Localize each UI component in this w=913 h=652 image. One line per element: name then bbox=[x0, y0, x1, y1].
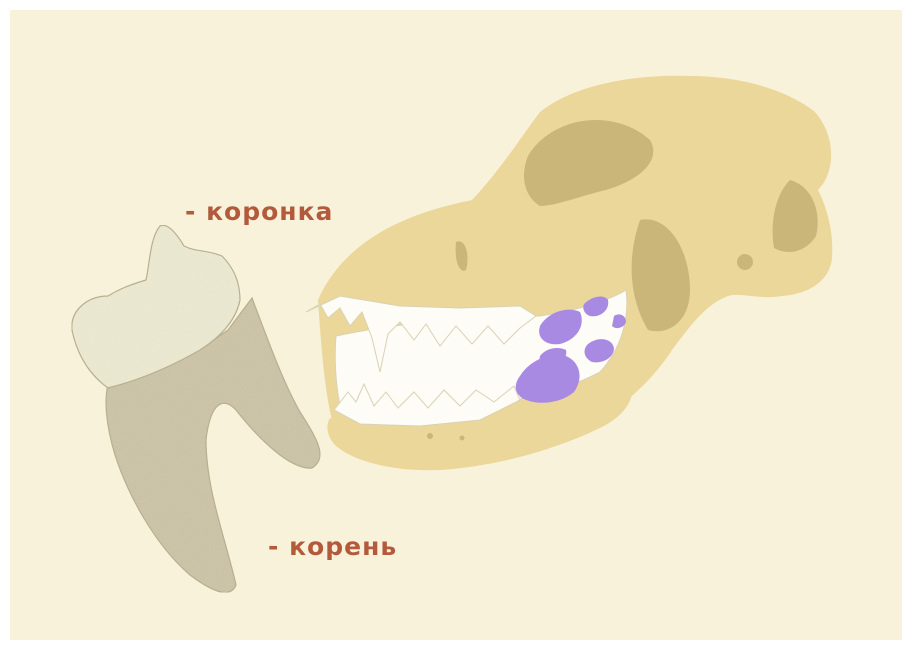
jaw-foramen-2 bbox=[460, 436, 465, 441]
label-root: - корень bbox=[268, 532, 397, 561]
dog-skull-illustration bbox=[306, 76, 832, 470]
label-crown: - коронка bbox=[185, 197, 333, 226]
skull-ear-bulla bbox=[737, 254, 753, 270]
jaw-foramen-1 bbox=[427, 433, 433, 439]
